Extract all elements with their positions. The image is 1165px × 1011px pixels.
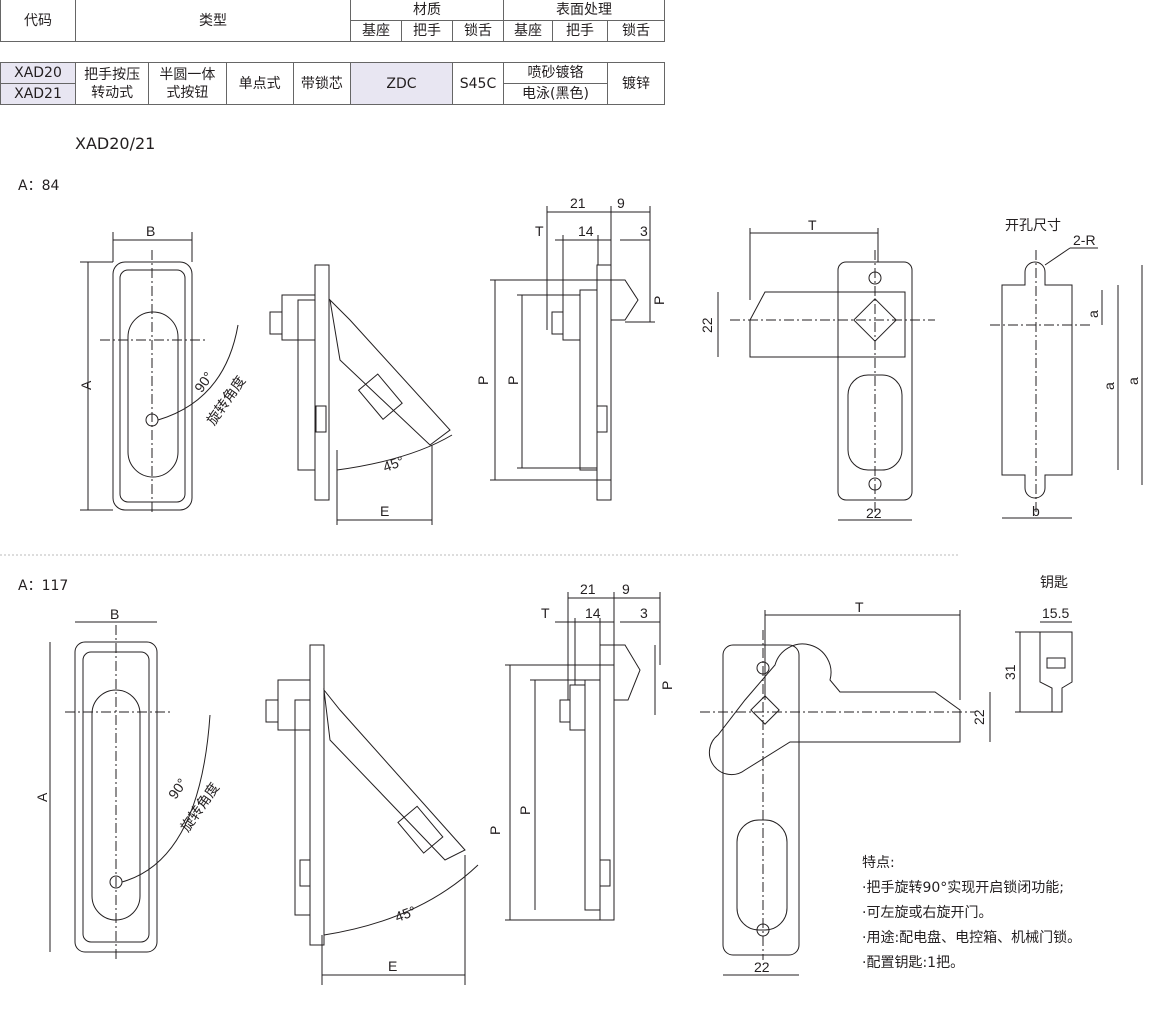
front-view-117 [49, 621, 211, 960]
dim-22-height: 22 [699, 317, 715, 333]
sub-material-handle: 把手 [401, 20, 453, 42]
dim-a: A [78, 380, 94, 390]
key-drawing [1015, 621, 1073, 713]
side-view-84 [269, 264, 453, 525]
size-label-117: A：117 [18, 578, 69, 594]
cutout-view-84 [990, 247, 1143, 519]
front-view-84 [80, 232, 239, 515]
series-title: XAD20/21 [75, 134, 156, 153]
type-press-turn: 把手按压转动式 [74, 62, 150, 105]
dim-a2: a [1085, 310, 1101, 318]
dim-14-117: 14 [585, 605, 601, 621]
sub-material-base: 基座 [350, 20, 402, 42]
dim-t3-117: T [855, 599, 864, 615]
dim-p3-117: P [659, 681, 675, 690]
side-view-117 [265, 644, 479, 985]
dim-a-117: A [34, 792, 50, 802]
cutout-size-label: 开孔尺寸 [1005, 217, 1061, 233]
dim-a-cutout: a [1125, 377, 1141, 385]
header-code: 代码 [0, 0, 76, 42]
dim-21-117: 21 [580, 581, 596, 597]
feature-item: ·用途:配电盘、电控箱、机械门锁。 [862, 930, 1082, 946]
dim-p3: P [651, 296, 667, 305]
code-xad21: XAD21 [0, 83, 76, 105]
dim-p1-117: P [487, 826, 503, 835]
dim-2r: 2-R [1073, 232, 1096, 248]
key-height: 31 [1002, 664, 1018, 680]
sub-surface-tongue: 锁舌 [607, 20, 665, 42]
type-semicircle-button: 半圆一体式按钮 [148, 62, 227, 105]
angle-45-117: 45° [393, 903, 418, 925]
dim-b: B [146, 223, 155, 239]
dim-e: E [380, 503, 389, 519]
size-label-84: A：84 [18, 178, 60, 194]
dim-22-width-117: 22 [754, 959, 770, 975]
key-width: 15.5 [1042, 605, 1069, 621]
material-s45c: S45C [452, 62, 504, 105]
spec-table: 代码 类型 材质 表面处理 基座 把手 锁舌 基座 把手 锁舌 XAD20 把手… [0, 0, 665, 105]
type-with-lock: 带锁芯 [292, 62, 352, 105]
sub-surface-base: 基座 [503, 20, 553, 42]
dim-b-117: B [110, 606, 119, 622]
surface-zinc: 镀锌 [607, 62, 665, 105]
material-zdc: ZDC [350, 62, 453, 105]
top-view-117 [700, 610, 991, 976]
header-type: 类型 [75, 0, 351, 42]
dim-p2-117: P [517, 806, 533, 815]
angle-90-117: 90° [165, 775, 190, 802]
sub-material-tongue: 锁舌 [452, 20, 504, 42]
angle-90: 90° [191, 369, 216, 396]
key-title: 钥匙 [1040, 574, 1068, 590]
feature-item: ·可左旋或右旋开门。 [862, 905, 993, 921]
dim-9: 9 [617, 195, 625, 211]
features-title: 特点: [862, 855, 895, 871]
dim-3-117: 3 [640, 605, 648, 621]
dim-e-117: E [388, 958, 397, 974]
dim-22-width: 22 [866, 505, 882, 521]
dim-p1: P [475, 376, 491, 385]
top-view-84 [717, 228, 935, 521]
feature-item: ·把手旋转90°实现开启锁闭功能; [862, 880, 1064, 896]
section-view-84 [490, 206, 655, 501]
dim-a1: a [1101, 382, 1117, 390]
dim-3: 3 [640, 223, 648, 239]
dim-b-cutout: b [1032, 503, 1040, 519]
dim-22-height-117: 22 [971, 709, 987, 725]
dim-t: T [535, 223, 544, 239]
dim-9-117: 9 [622, 581, 630, 597]
sub-surface-handle: 把手 [552, 20, 608, 42]
feature-item: ·配置钥匙:1把。 [862, 955, 965, 971]
features-list: 特点: ·把手旋转90°实现开启锁闭功能; ·可左旋或右旋开门。 ·用途:配电盘… [862, 851, 1081, 976]
surface-electrophoresis-black: 电泳(黑色) [503, 83, 608, 105]
angle-45: 45° [381, 453, 406, 475]
dim-21: 21 [570, 195, 586, 211]
dim-14: 14 [578, 223, 594, 239]
dim-t-117: T [541, 605, 550, 621]
section-view-117 [505, 592, 661, 921]
dim-t3: T [808, 217, 817, 233]
dim-p2: P [505, 376, 521, 385]
